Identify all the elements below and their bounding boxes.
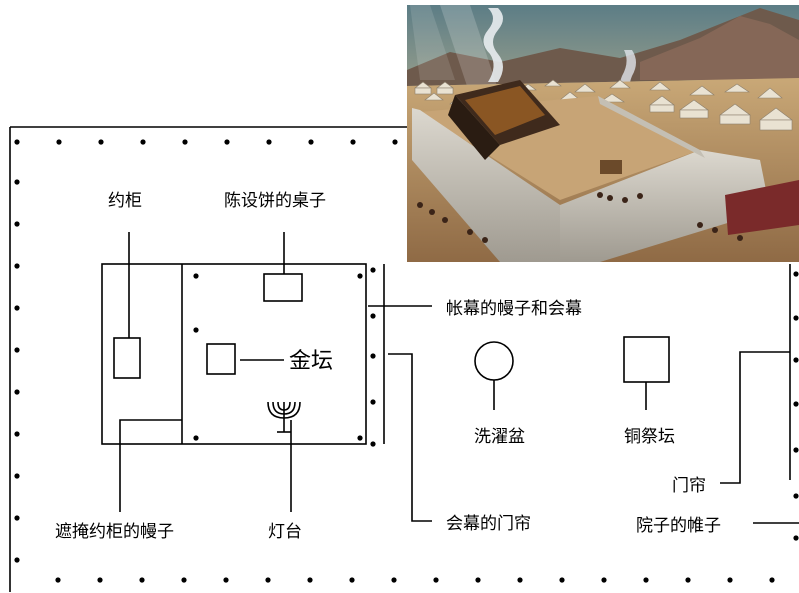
courtyard-post [55,577,61,583]
courtyard-post [793,493,799,499]
courtyard-post [140,139,146,145]
tent-door-post [370,267,376,273]
showbread-table-box [263,273,303,302]
courtyard-post [793,401,799,407]
courtyard-post [14,431,20,437]
courtyard-post [685,577,691,583]
courtyard-post [97,577,103,583]
courtyard-posts [14,139,799,583]
menorah-icon [267,401,301,433]
courtyard-post [14,179,20,185]
tent-door-post [370,441,376,447]
courtyard-post [793,535,799,541]
courtyard-post [224,139,230,145]
courtyard-post [14,473,20,479]
courtyard-post [181,577,187,583]
golden-altar-box [206,343,236,375]
courtyard-post [601,577,607,583]
gate-curtain-label: 门帘 [672,476,706,496]
lampstand-label: 灯台 [268,522,302,542]
courtyard-post [14,347,20,353]
laver-circle [474,341,514,381]
courtyard-post [14,305,20,311]
tent-curtain-label: 帐幕的幔子和会幕 [446,299,582,319]
courtyard-post [391,577,397,583]
courtyard-post [475,577,481,583]
courtyard-post [182,139,188,145]
courtyard-post [266,139,272,145]
tent-pillar [193,435,199,441]
courtyard-post [559,577,565,583]
court-hangings-label: 院子的帷子 [636,516,721,536]
laver-label: 洗濯盆 [474,427,525,447]
tent-outline [101,263,385,445]
courtyard-post [139,577,145,583]
courtyard-post [307,577,313,583]
courtyard-post [223,577,229,583]
courtyard-border [9,126,410,592]
courtyard-post [643,577,649,583]
courtyard-post [433,577,439,583]
courtyard-post [517,577,523,583]
veil-label: 遮掩约柜的幔子 [55,522,174,542]
courtyard-post [14,557,20,563]
tent-door-post [370,313,376,319]
courtyard-post [14,139,20,145]
tent-door-post [370,399,376,405]
golden-altar-label: 金坛 [289,349,333,374]
tabernacle-painting [407,5,799,262]
courtyard-post [14,221,20,227]
tent-pillar [193,327,199,333]
courtyard-post [727,577,733,583]
courtyard-post [793,315,799,321]
tent-door-post [370,353,376,359]
tent-pillar [193,273,199,279]
courtyard-post [793,271,799,277]
bronze-altar-box [623,336,670,383]
courtyard-post [308,139,314,145]
courtyard-post [56,139,62,145]
courtyard-post [769,577,775,583]
courtyard-post [793,447,799,453]
courtyard-post [392,139,398,145]
tent-pillar [357,273,363,279]
courtyard-post [98,139,104,145]
courtyard-post [350,139,356,145]
courtyard-post [14,389,20,395]
courtyard-post [793,357,799,363]
bronze-altar-label: 铜祭坛 [624,427,675,447]
courtyard-post [14,263,20,269]
courtyard-post [14,515,20,521]
ark-label: 约柜 [108,191,142,211]
courtyard-post [265,577,271,583]
tent-pillar [357,435,363,441]
courtyard-post [349,577,355,583]
tent-door-label: 会幕的门帘 [446,514,531,534]
ark-box [113,337,141,379]
showbread-table-label: 陈设饼的桌子 [224,191,326,211]
